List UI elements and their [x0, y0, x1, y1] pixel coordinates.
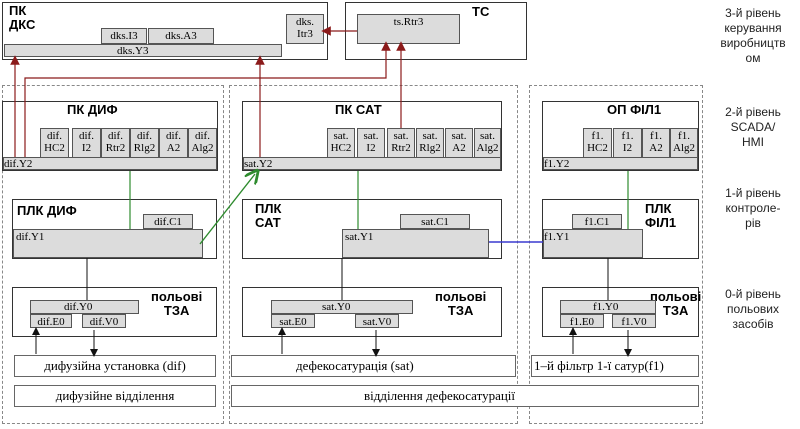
dks-i3-cell: dks.I3 [101, 28, 147, 44]
tc-title: ТС [472, 4, 490, 19]
pk-dks-bus-label: dks.Y3 [117, 45, 149, 57]
pk-sat-bus: sat.Y2 [243, 157, 501, 170]
department-sat: відділення дефекосатурації [231, 385, 699, 407]
dif-rtr2-cell: dif. Rtr2 [101, 128, 130, 158]
dif-rlg2-cell: dif. Rlg2 [130, 128, 159, 158]
tza-fil1-title: польові ТЗА [650, 289, 702, 318]
pk-dif-title: ПК ДИФ [67, 102, 118, 117]
op-fil1-bus: f1.Y2 [543, 157, 698, 170]
plk-dif-y1-label: dif.Y1 [16, 231, 45, 243]
section-dif-frame [2, 85, 224, 424]
section-sat-frame [229, 85, 518, 424]
tza-sat-y0-bus: sat.Y0 [271, 300, 413, 314]
level-0-label: 0-й рівень польових засобів [725, 287, 781, 331]
tza-dif-y0-label: dif.Y0 [64, 301, 93, 313]
f1-c1-cell: f1.C1 [572, 214, 622, 229]
ts-rtr3-cell: ts.Rtr3 [357, 14, 460, 44]
plk-sat-title: ПЛК САТ [255, 201, 282, 230]
pk-sat-bus-label: sat.Y2 [244, 158, 273, 170]
f1-a2-cell: f1. A2 [642, 128, 670, 158]
pk-dif-bus-label: dif.Y2 [4, 158, 33, 170]
unit-sat: дефекосатурація (sat) [231, 355, 516, 377]
op-fil1-title: ОП ФІЛ1 [607, 102, 662, 117]
f1-hc2-cell: f1. HC2 [583, 128, 612, 158]
plk-fil1-title: ПЛК ФІЛ1 [645, 201, 677, 230]
plk-sat-bus: sat.Y1 [342, 229, 489, 258]
plk-sat-y1-label: sat.Y1 [345, 231, 374, 243]
tza-sat-title: польові ТЗА [435, 289, 487, 318]
tza-fil1-y0-label: f1.Y0 [593, 301, 619, 313]
sat-rlg2-cell: sat. Rlg2 [416, 128, 444, 158]
level-2-label: 2-й рівень SCADA/ HMI [725, 105, 781, 149]
level-1-label: 1-й рівень контроле- рів [725, 186, 781, 230]
pk-dif-bus: dif.Y2 [3, 157, 217, 170]
tza-sat-y0-label: sat.Y0 [322, 301, 351, 313]
pk-dks-bus: dks.Y3 [4, 44, 282, 57]
pk-sat-title: ПК САТ [335, 102, 382, 117]
plk-fil1-y1-label: f1.Y1 [544, 231, 570, 243]
op-fil1-bus-label: f1.Y2 [544, 158, 570, 170]
sat-i2-cell: sat. I2 [357, 128, 385, 158]
dif-i2-cell: dif. I2 [72, 128, 101, 158]
sat-alg2-cell: sat. Alg2 [474, 128, 501, 158]
sat-a2-cell: sat. A2 [445, 128, 473, 158]
sat-rtr2-cell: sat. Rtr2 [387, 128, 415, 158]
level-3-label: 3-й рівень керування виробництв ом [720, 6, 786, 65]
dif-v0-cell: dif.V0 [82, 314, 126, 328]
dif-hc2-cell: dif. HC2 [40, 128, 69, 158]
dif-to-sat-arrow [199, 174, 255, 245]
department-dif: дифузійне відділення [14, 385, 216, 407]
sat-e0-cell: sat.E0 [271, 314, 315, 328]
tza-dif-y0-bus: dif.Y0 [30, 300, 139, 314]
f1-v0-cell: f1.V0 [612, 314, 656, 328]
dks-a3-cell: dks.A3 [148, 28, 214, 44]
plk-fil1-bus: f1.Y1 [543, 229, 643, 258]
dif-e0-cell: dif.E0 [30, 314, 72, 328]
dif-alg2-cell: dif. Alg2 [188, 128, 217, 158]
section-f1-frame [529, 85, 703, 424]
tza-fil1-y0-bus: f1.Y0 [560, 300, 656, 314]
sat-v0-cell: sat.V0 [355, 314, 399, 328]
plk-dif-title: ПЛК ДИФ [17, 203, 77, 218]
plk-dif-bus: dif.Y1 [13, 229, 203, 258]
f1-e0-cell: f1.E0 [560, 314, 604, 328]
tza-dif-title: польові ТЗА [151, 289, 203, 318]
dif-a2-cell: dif. A2 [159, 128, 188, 158]
unit-dif: дифузійна установка (dif) [14, 355, 216, 377]
dif-c1-cell: dif.C1 [143, 214, 193, 229]
unit-f1: 1–й фільтр 1-ї сатур(f1) [531, 355, 699, 377]
dks-itr3-cell: dks. Itr3 [286, 14, 324, 44]
sat-c1-cell: sat.C1 [400, 214, 470, 229]
pk-dks-title: ПК ДКС [9, 3, 36, 32]
dif-to-tc-line [24, 41, 391, 157]
